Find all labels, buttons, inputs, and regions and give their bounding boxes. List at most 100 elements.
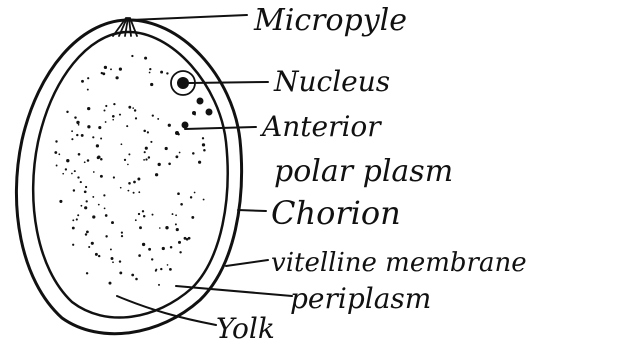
yolk-dot bbox=[127, 190, 129, 192]
yolk-dot bbox=[144, 151, 146, 153]
yolk-dot bbox=[109, 282, 112, 285]
yolk-dot bbox=[165, 147, 168, 150]
yolk-dot bbox=[162, 247, 165, 250]
yolk-dot bbox=[168, 124, 171, 127]
yolk-dot bbox=[202, 143, 205, 146]
yolk-dot bbox=[103, 109, 105, 111]
yolk-dot bbox=[126, 125, 128, 127]
yolk-dot bbox=[177, 192, 180, 195]
yolk-dot bbox=[121, 235, 123, 237]
yolk-dot bbox=[80, 181, 82, 183]
yolk-dot bbox=[74, 170, 76, 172]
yolk-dot bbox=[121, 143, 123, 145]
yolk-dot bbox=[72, 244, 74, 246]
yolk-dot bbox=[160, 268, 162, 270]
yolk-dot bbox=[112, 119, 114, 121]
yolk-dot bbox=[71, 130, 73, 132]
yolk-dot bbox=[77, 176, 79, 178]
yolk-dot bbox=[86, 231, 89, 234]
yolk-dot bbox=[203, 149, 206, 152]
yolk-dot bbox=[105, 235, 107, 237]
nucleus-leader-line bbox=[189, 82, 268, 83]
yolk-dot bbox=[87, 125, 90, 128]
yolk-dot bbox=[179, 251, 181, 253]
yolk-dot bbox=[158, 163, 161, 166]
yolk-dot bbox=[72, 227, 75, 230]
yolk-dot bbox=[81, 134, 84, 137]
yolk-dot bbox=[151, 258, 153, 260]
yolk-dot bbox=[66, 159, 69, 162]
yolk-dot bbox=[78, 153, 81, 156]
yolk-dot bbox=[148, 248, 151, 251]
yolk-dot bbox=[55, 140, 57, 142]
yolk-dot bbox=[86, 200, 88, 202]
yolk-dot bbox=[190, 196, 192, 198]
yolk-dot bbox=[198, 161, 201, 164]
yolk-dot bbox=[85, 186, 87, 188]
yolk-dot bbox=[98, 126, 101, 129]
yolk-dot bbox=[134, 109, 136, 111]
yolk-dot bbox=[112, 261, 114, 263]
yolk-dot bbox=[110, 248, 112, 250]
yolk-dot bbox=[176, 228, 179, 231]
yolk-dot bbox=[175, 223, 177, 225]
yolk-dot bbox=[84, 161, 86, 163]
yolk-dot bbox=[143, 215, 145, 217]
yolk-dot bbox=[143, 130, 146, 133]
yolk-dot bbox=[113, 176, 115, 178]
yolk-dot bbox=[202, 137, 204, 139]
yolk-dot bbox=[119, 271, 122, 274]
yolk-dot bbox=[74, 116, 76, 118]
yolk-dot bbox=[87, 89, 89, 91]
yolk-dot bbox=[175, 214, 177, 216]
yolk-dot bbox=[62, 173, 64, 175]
anterior-polar-plasm-leader-line bbox=[185, 127, 256, 129]
yolk-dot bbox=[93, 171, 95, 173]
yolk-dot bbox=[104, 208, 106, 210]
yolk-dot bbox=[135, 219, 137, 221]
vitelline-membrane-outline bbox=[33, 32, 227, 318]
yolk-dot bbox=[119, 68, 122, 71]
yolk-dot bbox=[85, 233, 87, 235]
yolk-dot bbox=[191, 216, 194, 219]
yolk-dot bbox=[170, 246, 173, 249]
yolk-dot bbox=[142, 243, 145, 246]
yolk-dot bbox=[111, 221, 114, 224]
yolk-dot bbox=[178, 133, 180, 135]
chorion-outline bbox=[16, 20, 241, 334]
yolk-dot bbox=[121, 232, 123, 234]
yolk-dot bbox=[119, 260, 121, 262]
yolk-dot bbox=[56, 165, 58, 167]
yolk-dot bbox=[175, 155, 178, 158]
micropyle-leader-line bbox=[131, 15, 247, 20]
yolk-dot bbox=[157, 118, 159, 120]
yolk-dot bbox=[119, 114, 121, 116]
yolk-dot bbox=[184, 237, 187, 240]
yolk-dot bbox=[100, 158, 103, 161]
yolk-dot bbox=[158, 284, 160, 286]
yolk-dot bbox=[95, 253, 98, 256]
yolk-dot bbox=[147, 131, 149, 133]
yolk-dot bbox=[115, 76, 118, 79]
yolk-dot bbox=[124, 159, 126, 161]
periplasm-leader-line bbox=[176, 286, 292, 296]
yolk-dot bbox=[172, 213, 174, 215]
yolk-dot bbox=[149, 68, 151, 70]
yolk-dot bbox=[112, 115, 115, 118]
yolk-dot bbox=[148, 156, 150, 158]
yolk-dot bbox=[87, 107, 90, 110]
yolk-dot bbox=[192, 152, 195, 155]
yolk-dot bbox=[92, 215, 95, 218]
yolk-dot bbox=[105, 105, 107, 107]
yolk-dot bbox=[165, 226, 168, 229]
yolk-dot bbox=[169, 268, 172, 271]
yolk-dot bbox=[100, 138, 102, 140]
yolk-dot bbox=[66, 111, 68, 113]
yolk-dot bbox=[128, 106, 131, 109]
anterior-label: Anterior bbox=[259, 110, 382, 143]
yolk-dot bbox=[84, 206, 87, 209]
yolk-dot bbox=[137, 178, 140, 181]
yolk-dot bbox=[135, 278, 138, 281]
yolk-dot bbox=[120, 187, 122, 189]
yolk-dot bbox=[80, 205, 82, 207]
